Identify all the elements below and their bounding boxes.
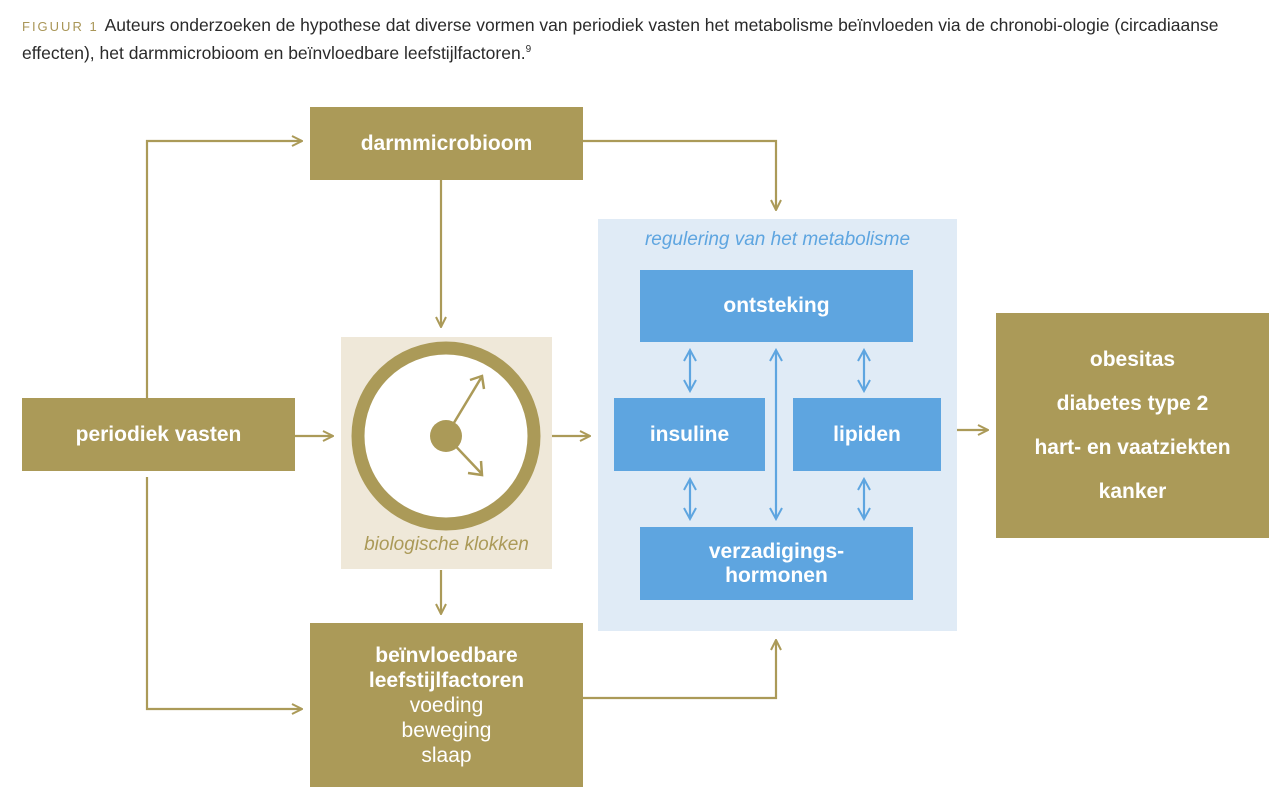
disease-item: kanker	[1098, 479, 1167, 503]
intermittent-fasting-box: periodiek vasten	[22, 398, 295, 471]
footnote-ref: 9	[525, 44, 532, 55]
metabolism-title: regulering van het metabolisme	[644, 229, 911, 250]
satiety-hormones-line1: verzadigings-	[708, 539, 845, 563]
gut-microbiome-label: darmmicrobioom	[360, 131, 533, 155]
lifestyle-title-line2: leefstijlfactoren	[368, 668, 525, 692]
satiety-hormones-line2: hormonen	[725, 563, 828, 587]
gut-microbiome-box: darmmicrobioom	[310, 107, 583, 180]
arrow-vasten-to-leef	[145, 477, 302, 709]
inflammation-box: ontsteking	[640, 270, 913, 342]
disease-item: diabetes type 2	[1056, 391, 1209, 415]
biological-clocks-label: biologische klokken	[364, 534, 529, 555]
arrow-leef-to-meta	[583, 640, 776, 700]
lipids-label: lipiden	[833, 422, 901, 446]
lifestyle-item: beweging	[401, 718, 492, 742]
intermittent-fasting-label: periodiek vasten	[75, 422, 242, 446]
lifestyle-item: slaap	[421, 743, 472, 767]
disease-item: hart- en vaatziekten	[1034, 435, 1231, 459]
arrow-darm-to-meta	[583, 139, 776, 210]
insulin-box: insuline	[614, 398, 765, 471]
satiety-hormones-box: verzadigings- hormonen	[640, 527, 913, 600]
arrow-vasten-to-darm	[145, 141, 302, 398]
lifestyle-factors-box: beïnvloedbare leefstijlfactoren voeding …	[310, 623, 583, 787]
caption-text: Auteurs onderzoeken de hypothese dat div…	[22, 15, 1219, 63]
disease-item: obesitas	[1089, 347, 1176, 371]
diseases-box: obesitas diabetes type 2 hart- en vaatzi…	[996, 313, 1269, 538]
lifestyle-item: voeding	[409, 693, 484, 717]
clock-icon	[351, 341, 541, 531]
figure-label: FIGUUR 1	[22, 19, 99, 34]
insulin-label: insuline	[649, 422, 730, 446]
lifestyle-title-line1: beïnvloedbare	[375, 643, 518, 667]
inflammation-label: ontsteking	[723, 294, 830, 317]
lipids-box: lipiden	[793, 398, 941, 471]
figure-caption: FIGUUR 1 Auteurs onderzoeken de hypothes…	[22, 14, 1272, 65]
